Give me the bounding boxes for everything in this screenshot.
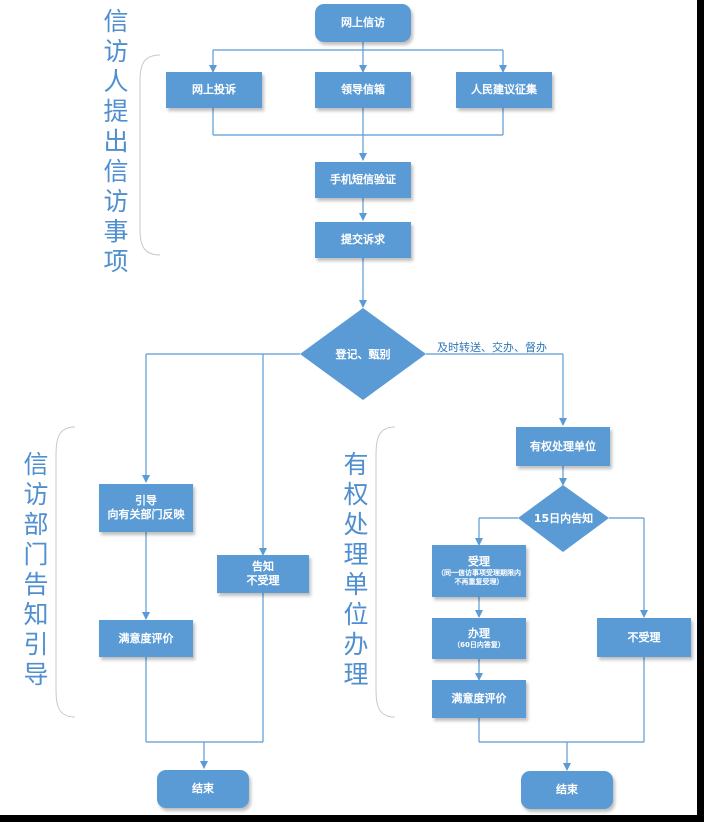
online-complaint-node: 网上投诉 xyxy=(166,72,262,108)
register-diamond xyxy=(300,308,426,400)
side-label-top: 信访人提出信访事项 xyxy=(103,7,129,276)
handle-title: 办理 xyxy=(468,627,490,641)
register-label: 登记、甄别 xyxy=(335,348,391,361)
side-label-right: 有权处理单位办理 xyxy=(343,450,369,689)
leader-mailbox-node: 领导信箱 xyxy=(315,72,411,108)
transfer-label: 及时转送、交办、督办 xyxy=(437,341,547,354)
accept-node: 受理（同一信访事项受理期限内不再重复受理） xyxy=(432,545,526,597)
notify-line1: 告知 xyxy=(252,560,274,574)
notify-line2: 不受理 xyxy=(246,574,280,587)
guide-node: 引导向有关部门反映 xyxy=(99,484,193,532)
satisfaction-left-node: 满意度评价 xyxy=(99,620,193,657)
satisfaction-right-node: 满意度评价 xyxy=(432,680,526,718)
not-accept-node: 不受理 xyxy=(597,618,691,657)
accept-title: 受理 xyxy=(468,555,490,569)
notify-not-accept-node: 告知不受理 xyxy=(217,555,309,593)
sms-verify-node: 手机短信验证 xyxy=(315,162,411,198)
people-suggestion-node: 人民建议征集 xyxy=(456,72,552,108)
handle-node: 办理（60日内答复） xyxy=(432,618,526,659)
notify-15-label: 15日内告知 xyxy=(533,512,594,525)
submit-node: 提交诉求 xyxy=(315,222,411,258)
notify-15-diamond xyxy=(518,485,609,552)
end-left-node: 结束 xyxy=(157,770,249,808)
start-node: 网上信访 xyxy=(315,4,411,42)
side-label-left: 信访部门告知引导 xyxy=(23,450,49,689)
authorized-unit-node: 有权处理单位 xyxy=(516,427,610,466)
accept-note: （同一信访事项受理期限内不再重复受理） xyxy=(437,569,521,586)
guide-line2: 向有关部门反映 xyxy=(107,508,185,521)
guide-line1: 引导 xyxy=(135,494,157,508)
handle-note: （60日内答复） xyxy=(453,641,505,649)
end-right-node: 结束 xyxy=(521,771,613,809)
